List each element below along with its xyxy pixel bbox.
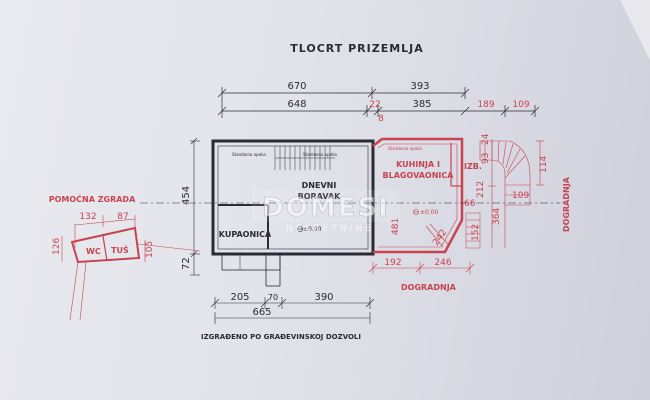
dim-390: 390 xyxy=(314,292,333,303)
level-main: ±0.00 xyxy=(303,226,322,233)
dim-242: 242 xyxy=(431,228,449,248)
dim-481: 481 xyxy=(391,218,401,235)
dim-670: 670 xyxy=(287,81,306,92)
dim-66: 66 xyxy=(464,199,476,209)
watermark-logo: DOMESI NEKRETNINE xyxy=(252,190,400,234)
dim-454: 454 xyxy=(181,186,192,205)
room-kuhinja-1: KUHINJA I xyxy=(396,160,440,169)
dim-152: 152 xyxy=(471,224,481,241)
stair-note-2: Stambena opeka xyxy=(303,152,337,157)
stair-note-3: Stambena opeka xyxy=(388,146,422,151)
level-marker-kitchen xyxy=(413,209,419,215)
stair-note-1: Stambena opeka xyxy=(232,152,266,157)
dim-8: 8 xyxy=(378,114,384,124)
room-tus: TUŠ xyxy=(111,244,129,255)
dim-246: 246 xyxy=(434,258,451,268)
dim-87: 87 xyxy=(117,212,128,222)
top-dimensions xyxy=(217,87,540,118)
dim-393: 393 xyxy=(410,81,429,92)
watermark-sub: NEKRETNINE xyxy=(286,224,374,234)
dim-93: 93 xyxy=(481,153,491,164)
kitchen-addition-walls xyxy=(372,137,464,254)
bottom-red-dimensions xyxy=(368,262,475,274)
main-house-walls xyxy=(211,139,375,287)
dim-189: 189 xyxy=(477,100,494,110)
dim-24: 24 xyxy=(481,133,491,145)
dim-72: 72 xyxy=(181,257,192,270)
right-red-dimension-lines xyxy=(488,139,544,248)
label-dogradnja-side: DOGRADNJA xyxy=(562,176,571,232)
watermark-main: DOMESI xyxy=(262,193,390,223)
room-izb: IZB. xyxy=(464,162,482,171)
room-wc: WC xyxy=(86,247,101,256)
dim-648: 648 xyxy=(287,99,306,110)
dim-109-red: 109 xyxy=(512,191,529,201)
bottom-dimensions xyxy=(210,297,375,324)
room-dnevni-1: DNEVNI xyxy=(302,181,337,190)
dim-126: 126 xyxy=(52,238,62,255)
dim-114: 114 xyxy=(539,156,549,173)
dim-385: 385 xyxy=(412,99,431,110)
small-stairs xyxy=(465,212,481,249)
dim-105: 105 xyxy=(145,241,155,258)
label-pomocna: POMOĆNA ZGRADA xyxy=(49,193,136,204)
aux-building-walls xyxy=(69,224,201,321)
dim-109: 109 xyxy=(512,100,529,110)
level-marker-main xyxy=(297,226,303,232)
room-kupaonica: KUPAONICA xyxy=(219,230,272,239)
level-kitchen: ±0.00 xyxy=(420,209,439,216)
label-dogradnja-bottom: DOGRADNJA xyxy=(401,283,457,292)
main-stairs xyxy=(274,146,335,170)
room-kuhinja-2: BLAGOVAONICA xyxy=(383,171,455,180)
dim-132: 132 xyxy=(79,212,96,222)
plan-title: TLOCRT PRIZEMLJA xyxy=(290,42,424,55)
aux-dimension-lines xyxy=(61,215,146,262)
page-corner xyxy=(620,0,650,60)
dim-212: 212 xyxy=(476,181,486,198)
dim-70: 70 xyxy=(268,293,278,302)
dim-192: 192 xyxy=(384,258,401,268)
room-dnevni-2: BORAVAK xyxy=(298,192,342,201)
dim-665: 665 xyxy=(252,307,271,318)
dim-22: 22 xyxy=(369,100,380,110)
footnote: IZGRAĐENO PO GRAĐEVINSKOJ DOZVOLI xyxy=(201,333,361,341)
dim-364: 364 xyxy=(492,208,502,225)
dim-205: 205 xyxy=(230,292,249,303)
left-dimensions xyxy=(190,137,200,276)
